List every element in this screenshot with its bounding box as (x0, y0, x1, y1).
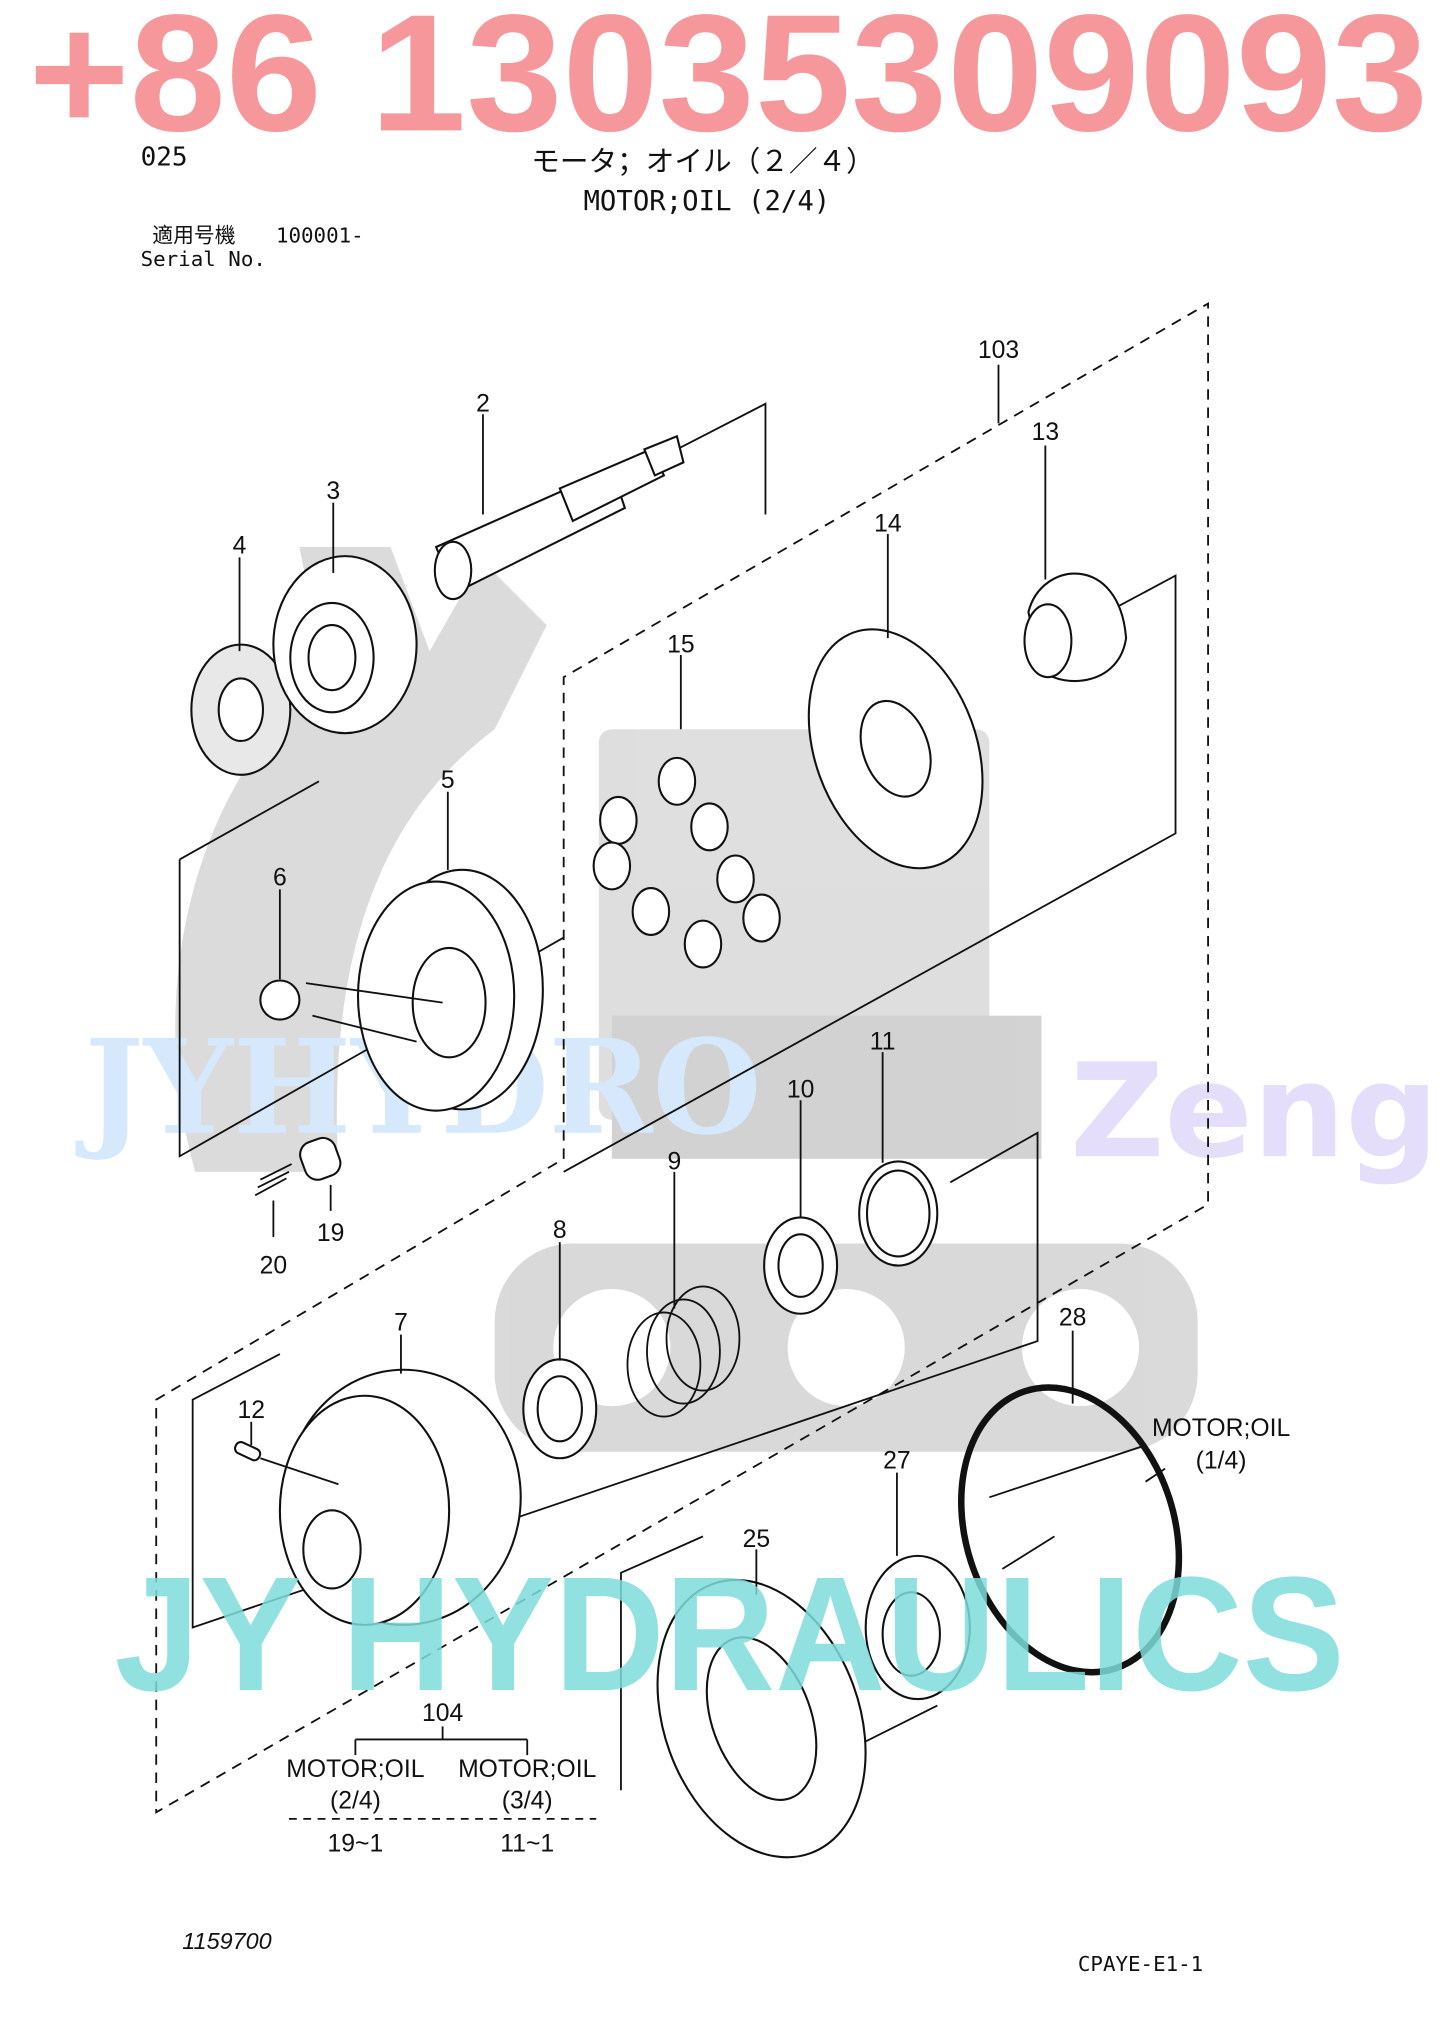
sub-right-page: (3/4) (502, 1787, 553, 1814)
watermark-brand-bottom: JY HYDRAULICS (115, 1544, 1345, 1725)
part-28-o-ring (958, 1384, 1183, 1676)
sub-right-ref: 11~1 (500, 1830, 554, 1857)
callout-8: 8 (553, 1217, 567, 1244)
cylinder-group-outline (563, 574, 1177, 1173)
sub-left-label[interactable]: MOTOR;OIL (286, 1756, 424, 1783)
part-15-pistons (592, 756, 781, 969)
callout-15: 15 (667, 631, 695, 658)
callout-19: 19 (317, 1220, 345, 1247)
callout-7: 7 (394, 1310, 408, 1337)
part-8-collar (522, 1358, 598, 1460)
callout-5: 5 (441, 767, 455, 794)
title-japanese: モータ；オイル（２／４） (531, 144, 875, 178)
sub-assembly-table: MOTOR;OIL (2/4) 19~1 MOTOR;OIL (3/4) 11~… (286, 1726, 596, 1857)
title-english: MOTOR;OIL (2/4) (583, 186, 830, 217)
part-7-cylinder-block (278, 1368, 522, 1626)
callout-10: 10 (787, 1077, 815, 1104)
callout-6: 6 (273, 864, 287, 891)
callout-12: 12 (237, 1397, 265, 1424)
part-11-snap-ring (858, 1160, 939, 1267)
part-3-bearing (272, 555, 418, 735)
part-25-valve-plate (656, 1578, 867, 1859)
callout-labels: 103 13 2 3 4 14 15 5 6 11 10 9 19 20 8 2… (233, 337, 1087, 1727)
part-9-spring (626, 1285, 741, 1418)
part-10-ring (763, 1216, 839, 1315)
sub-left-ref: 19~1 (328, 1830, 384, 1857)
callout-14: 14 (874, 510, 902, 537)
callout-25: 25 (743, 1526, 771, 1553)
callout-20: 20 (260, 1252, 288, 1279)
serial-label-en: Serial No. (141, 247, 266, 271)
part-27-bearing (864, 1554, 971, 1701)
watermark-phone: +86 13035309093 (29, 0, 1428, 166)
callout-28: 28 (1059, 1304, 1087, 1331)
callout-13: 13 (1032, 419, 1060, 446)
valve-group-outline (191, 1131, 1039, 1629)
part-2-shaft (433, 434, 685, 601)
part-4-oil-seal (190, 643, 292, 776)
page-code: 025 (141, 143, 188, 173)
footer-code: CPAYE-E1-1 (1078, 1952, 1203, 1976)
leader-lines (238, 414, 1166, 1595)
serial-value: 100001- (276, 223, 364, 247)
watermark-brand-middle-2: Zeng (1070, 1035, 1439, 1187)
sub-right-label[interactable]: MOTOR;OIL (458, 1756, 596, 1783)
part-14-retainer-plate (807, 628, 984, 870)
part-12-pin (234, 1441, 262, 1462)
group-103-boundary (155, 301, 1209, 1814)
drawing-number: 1159700 (182, 1928, 271, 1954)
part-20-spring (254, 1163, 293, 1197)
serial-label-jp: 適用号機 (152, 223, 235, 247)
reference-label[interactable]: MOTOR;OIL (1152, 1415, 1290, 1442)
sub-left-page: (2/4) (330, 1787, 381, 1814)
part-6-ball (259, 979, 301, 1021)
callout-9: 9 (667, 1148, 681, 1175)
part-5-housing (356, 868, 544, 1112)
part-19-spacer (299, 1136, 342, 1181)
callout-11: 11 (870, 1028, 896, 1055)
callout-4: 4 (233, 533, 247, 560)
callout-3: 3 (326, 478, 340, 505)
callout-104: 104 (422, 1700, 463, 1727)
callout-27: 27 (883, 1448, 911, 1475)
callout-2: 2 (476, 391, 490, 418)
callout-103: 103 (978, 337, 1019, 364)
reference-page[interactable]: (1/4) (1196, 1448, 1247, 1475)
part-13-ball-guide (1023, 572, 1128, 683)
